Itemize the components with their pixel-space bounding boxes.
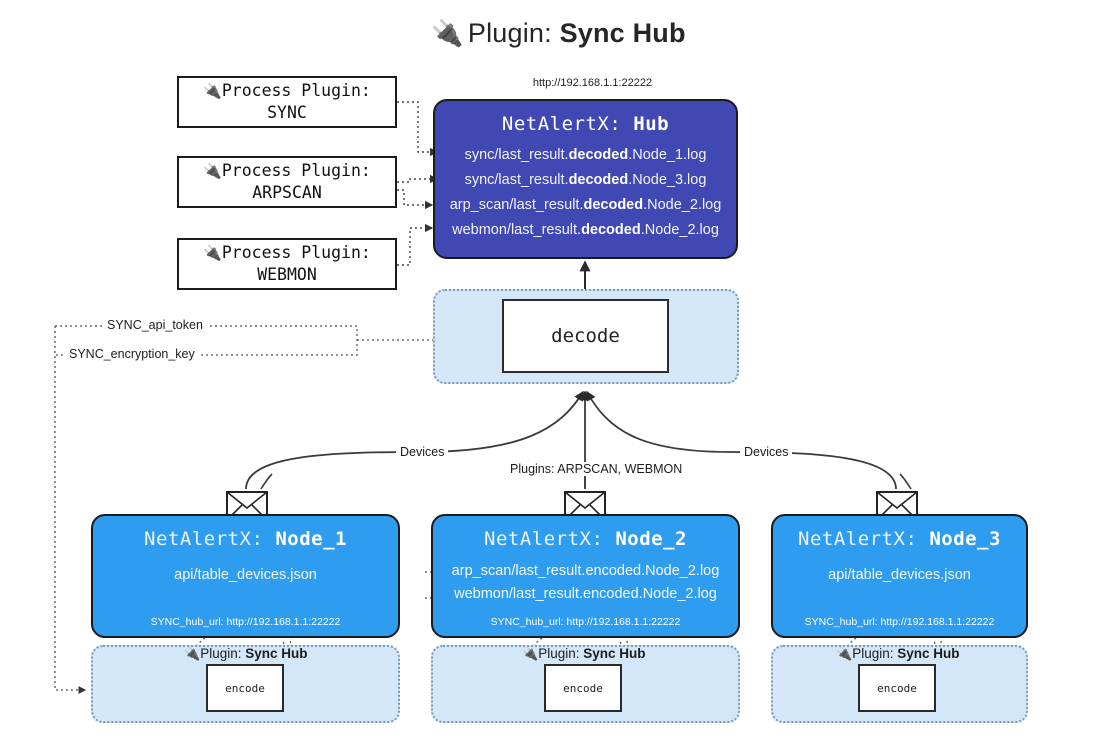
node-footer-node-3: SYNC_hub_url: http://192.168.1.1:22222 [804, 616, 995, 628]
node-box-node-2[interactable]: NetAlertX: Node_2 arp_scan/last_result.e… [431, 514, 740, 638]
hub-log-line-3: arp_scan/last_result.decoded.Node_2.log [449, 196, 722, 213]
hub-log-line-2: sync/last_result.decoded.Node_3.log [464, 171, 707, 188]
node-line-node-1-0: api/table_devices.json [174, 567, 317, 583]
encode-box-node-3[interactable]: encode [858, 664, 936, 712]
decode-box[interactable]: decode [502, 299, 669, 373]
page-title: 🔌Plugin: Sync Hub [0, 18, 1117, 49]
env-label-encryption-key: SYNC_encryption_key [65, 347, 199, 361]
edge-label-plugins-center: Plugins: ARPSCAN, WEBMON [506, 462, 687, 476]
hub-title-prefix: NetAlertX: [501, 113, 622, 135]
node-title-node-2: NetAlertX: Node_2 [484, 528, 687, 550]
hub-log-line-1: sync/last_result.decoded.Node_1.log [464, 147, 707, 163]
hub-url-label: http://192.168.1.1:22222 [532, 77, 653, 89]
encode-band-label-node-3: 🔌Plugin: Sync Hub [836, 646, 960, 661]
plug-icon: 🔌 [203, 243, 222, 262]
plug-icon: 🔌 [431, 18, 464, 48]
node-title-node-3: NetAlertX: Node_3 [798, 528, 1001, 550]
edge-label-devices-left: Devices [396, 445, 449, 459]
edge-label-devices-right: Devices [740, 445, 793, 459]
encode-box-node-1[interactable]: encode [206, 664, 284, 712]
node-footer-node-2: SYNC_hub_url: http://192.168.1.1:22222 [490, 616, 681, 628]
process-plugin-line1-webmon: 🔌Process Plugin: [203, 242, 371, 262]
hub-title: NetAlertX: Hub [435, 101, 736, 135]
encode-box-node-2[interactable]: encode [544, 664, 622, 712]
process-plugin-box-sync[interactable]: 🔌Process Plugin: SYNC [177, 76, 397, 128]
hub-box[interactable]: NetAlertX: Hub sync/last_result.decoded.… [433, 99, 738, 259]
process-plugin-line1-arpscan: 🔌Process Plugin: [203, 160, 371, 180]
env-label-api-token: SYNC_api_token [103, 318, 207, 332]
node-title-node-1: NetAlertX: Node_1 [144, 528, 347, 550]
hub-title-name: Hub [633, 113, 670, 135]
page-title-name: Sync Hub [559, 18, 686, 48]
plug-icon: 🔌 [522, 646, 539, 661]
process-plugin-line2-webmon: WEBMON [257, 265, 317, 284]
hub-log-list: sync/last_result.decoded.Node_1.log sync… [435, 143, 736, 243]
node-box-node-3[interactable]: NetAlertX: Node_3 api/table_devices.json… [771, 514, 1028, 638]
process-plugin-box-arpscan[interactable]: 🔌Process Plugin: ARPSCAN [177, 156, 397, 208]
process-plugin-line2-arpscan: ARPSCAN [252, 183, 322, 202]
page-title-prefix: Plugin: [467, 18, 552, 48]
plug-icon: 🔌 [203, 161, 222, 180]
node-line-node-2-1: webmon/last_result.encoded.Node_2.log [454, 586, 717, 603]
encode-band-label-node-1: 🔌Plugin: Sync Hub [184, 646, 308, 661]
encode-band-label-node-2: 🔌Plugin: Sync Hub [522, 646, 646, 661]
plug-icon: 🔌 [836, 646, 853, 661]
process-plugin-box-webmon[interactable]: 🔌Process Plugin: WEBMON [177, 238, 397, 290]
node-box-node-1[interactable]: NetAlertX: Node_1 api/table_devices.json… [91, 514, 400, 638]
plug-icon: 🔌 [184, 646, 201, 661]
process-plugin-line2-sync: SYNC [267, 103, 307, 122]
plug-icon: 🔌 [203, 81, 222, 100]
node-line-node-3-0: api/table_devices.json [828, 567, 971, 583]
node-footer-node-1: SYNC_hub_url: http://192.168.1.1:22222 [150, 616, 341, 628]
hub-log-line-4: webmon/last_result.decoded.Node_2.log [452, 221, 719, 238]
node-line-node-2-0: arp_scan/last_result.encoded.Node_2.log [451, 563, 720, 579]
process-plugin-line1-sync: 🔌Process Plugin: [203, 80, 371, 100]
